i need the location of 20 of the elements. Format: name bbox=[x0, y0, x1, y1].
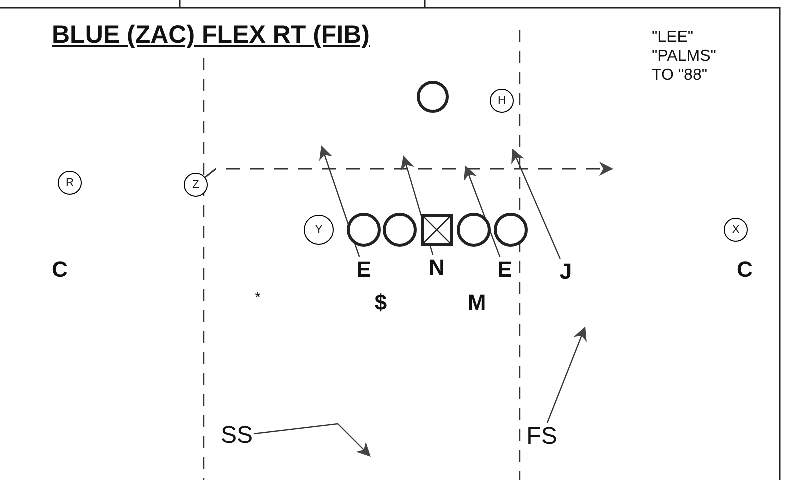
defender-letter: E bbox=[496, 257, 514, 283]
defender-letter: E bbox=[355, 257, 373, 283]
play-note: TO "88" bbox=[652, 66, 709, 85]
defender-letter: N bbox=[427, 255, 447, 281]
defender-letter: $ bbox=[373, 289, 389, 317]
motion-arrow bbox=[204, 162, 614, 178]
defender-letter: M bbox=[466, 290, 488, 316]
route-arrow bbox=[254, 423, 371, 457]
defender-label: SS bbox=[220, 422, 254, 450]
play-title: BLUE (ZAC) FLEX RT (FIB) bbox=[52, 20, 370, 51]
defender-letter: J bbox=[558, 259, 574, 285]
defender-letter: C bbox=[50, 257, 70, 283]
route-arrow bbox=[512, 148, 561, 260]
defender-label: FS bbox=[525, 423, 559, 451]
play-note: "LEE" bbox=[652, 28, 695, 47]
center-square bbox=[421, 214, 453, 246]
play-note: "PALMS" bbox=[652, 47, 716, 66]
defender-letter: C bbox=[735, 257, 755, 283]
route-arrow bbox=[546, 326, 587, 424]
asterisk-mark: * bbox=[253, 290, 263, 306]
